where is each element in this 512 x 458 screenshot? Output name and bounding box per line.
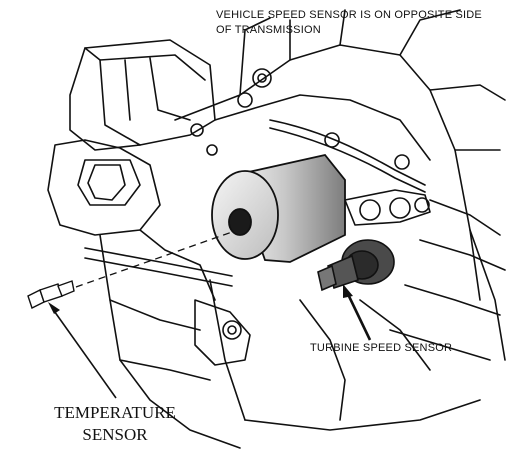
turbine-speed-sensor-label: TURBINE SPEED SENSOR	[310, 342, 453, 354]
transmission-housing	[47, 9, 506, 449]
turbine-speed-sensor-arrow	[343, 284, 372, 341]
temperature-sensor-label-line1: TEMPERATURE	[54, 403, 176, 422]
temperature-sensor-part	[27, 280, 75, 309]
temperature-sensor-label: TEMPERATURE SENSOR	[30, 402, 200, 446]
sensor-housing-cylinder	[211, 153, 346, 263]
vehicle-speed-sensor-note-line2: OF TRANSMISSION	[216, 24, 321, 36]
temperature-sensor-label-line2: SENSOR	[82, 425, 148, 444]
temperature-sensor-arrow	[48, 302, 117, 399]
vehicle-speed-sensor-note-line1: VEHICLE SPEED SENSOR IS ON OPPOSITE SIDE	[216, 9, 482, 21]
turbine-speed-sensor-part	[317, 239, 395, 292]
temperature-sensor-dashed-line	[75, 231, 233, 288]
